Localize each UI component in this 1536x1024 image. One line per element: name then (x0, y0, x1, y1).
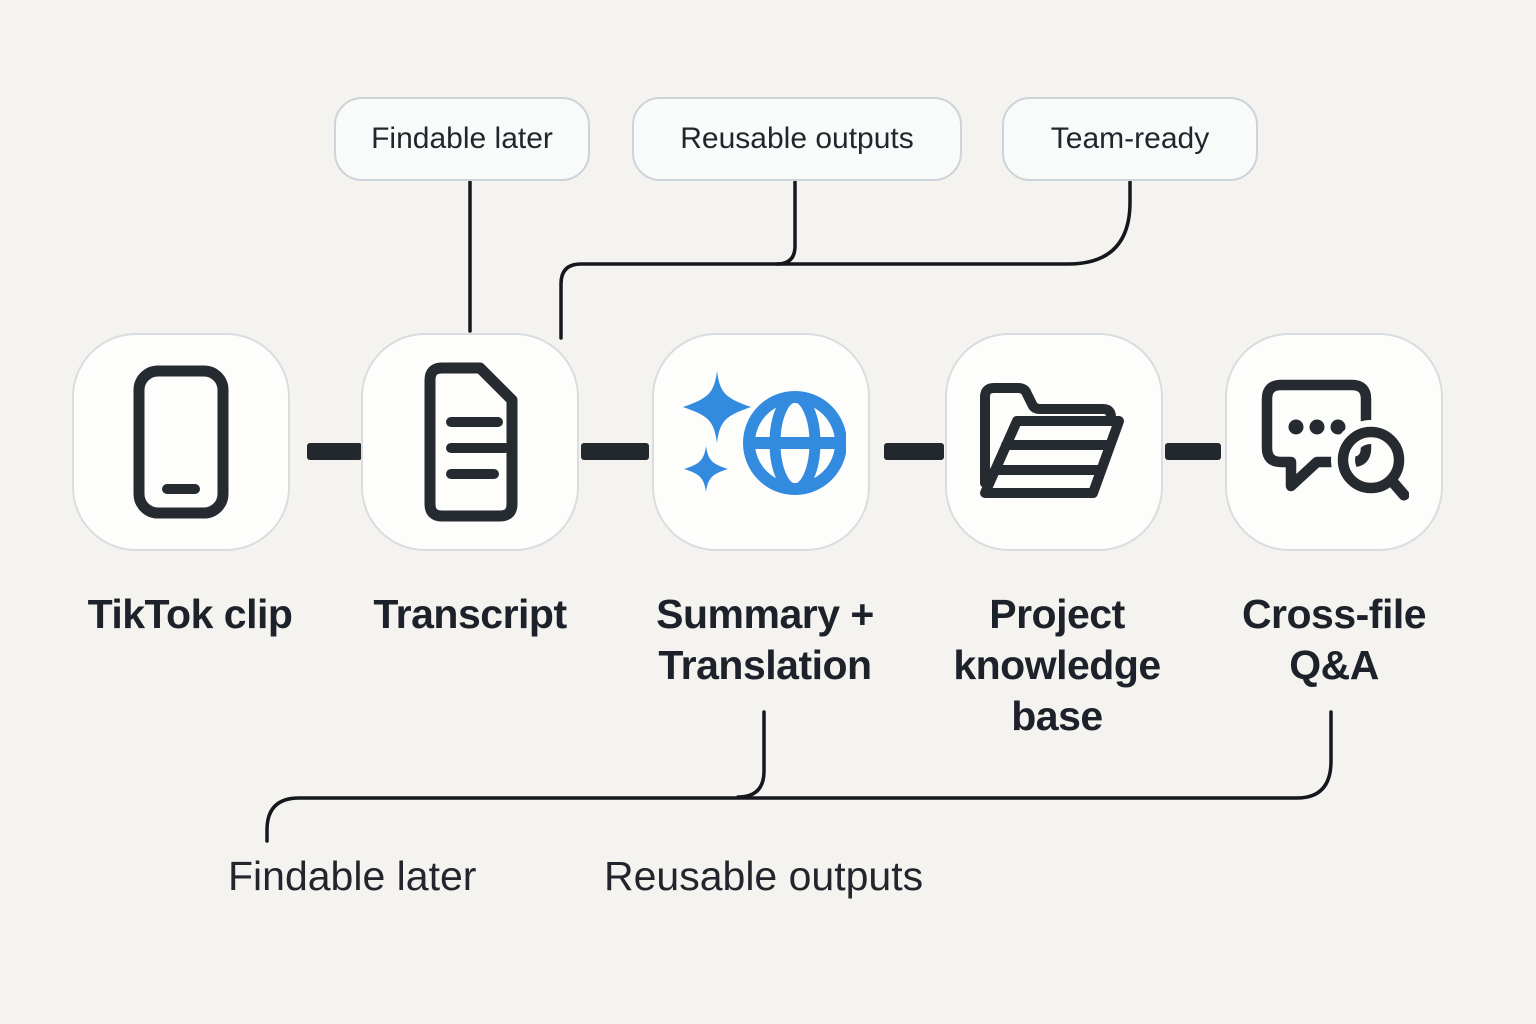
line-reusable-outputs-descender (775, 180, 797, 266)
phone-icon (133, 365, 229, 518)
label-cross-file-qa: Cross-file Q&A (1241, 591, 1427, 688)
bottom-label-reusable-outputs: Reusable outputs (604, 853, 924, 899)
sparkle-small (684, 446, 728, 492)
pill-team-ready-label: Team-ready (1050, 122, 1210, 155)
node-cross-file-qa (1225, 333, 1443, 551)
pill-reusable-outputs-label: Reusable outputs (680, 122, 914, 155)
line-summary-descender (736, 710, 766, 799)
node-connector-bar (307, 443, 362, 460)
bottom-label-findable-later: Findable later (228, 853, 477, 899)
document-icon (424, 362, 518, 522)
pill-team-ready: Team-ready (1002, 97, 1258, 181)
line-team-ready-trunk-to-transcript (559, 180, 1132, 340)
node-connector-bar (1165, 443, 1221, 460)
label-summary-translation: Summary + Translation (656, 591, 874, 688)
node-transcript (361, 333, 579, 551)
pill-findable-later: Findable later (334, 97, 590, 181)
node-connector-bar (884, 443, 944, 460)
label-transcript: Transcript (373, 591, 567, 637)
label-tiktok-clip: TikTok clip (87, 591, 293, 637)
node-project-knowledge-base (945, 333, 1163, 551)
pill-reusable-outputs: Reusable outputs (632, 97, 962, 181)
label-project-knowledge-base: Project knowledge base (953, 591, 1161, 739)
folder-icon (980, 383, 1124, 498)
node-summary-translation (652, 333, 870, 551)
line-bottom-trunk (265, 710, 1333, 843)
sparkles-globe-icon (683, 371, 846, 495)
chat-search-icon (1261, 379, 1409, 501)
pill-findable-later-label: Findable later (371, 122, 553, 155)
node-connector-bar (581, 443, 649, 460)
node-tiktok-clip (72, 333, 290, 551)
sparkle-large (683, 371, 751, 443)
